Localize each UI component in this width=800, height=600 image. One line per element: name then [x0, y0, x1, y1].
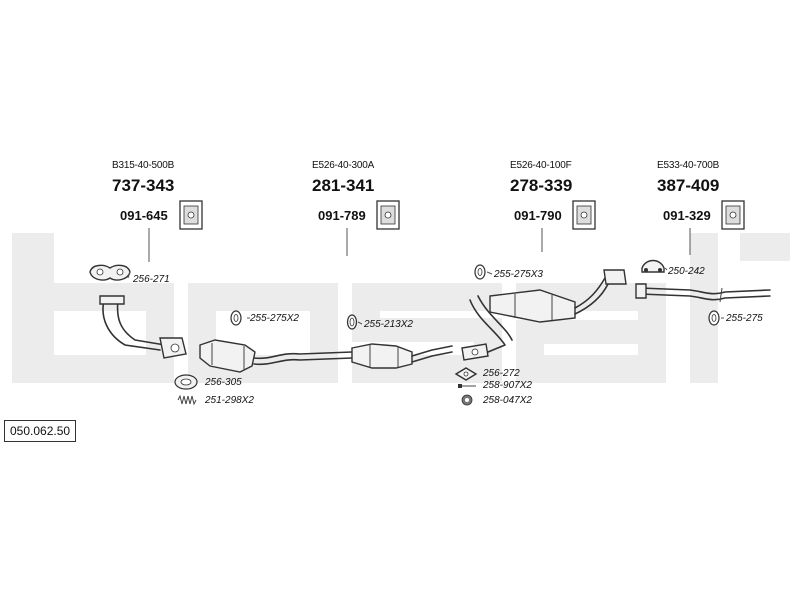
part-label: 250-242	[668, 266, 705, 277]
flange-icon	[461, 343, 489, 361]
part-label: 256-271	[133, 274, 170, 285]
part-label: 256-272	[483, 368, 520, 379]
part-label: 255-275X3	[494, 269, 543, 280]
reference-number: 050.062.50	[4, 420, 77, 442]
nut-icon	[461, 394, 473, 406]
oe-code: E526-40-300A	[312, 160, 375, 171]
oe-code: E526-40-100F	[510, 160, 572, 171]
gasket-icon	[89, 264, 131, 281]
gasket-icon	[454, 367, 478, 381]
oe-code: B315-40-500B	[112, 160, 175, 171]
part-label: 255-213X2	[364, 319, 413, 330]
gasket-icon	[174, 374, 198, 390]
mount-kit-number: 091-789	[318, 208, 366, 223]
part-number: 281-341	[312, 176, 375, 195]
centre-silencer-icon	[351, 343, 453, 369]
mount-kit-icon	[179, 200, 203, 230]
mount-kit-number: 091-790	[514, 208, 562, 223]
rear-silencer-icon	[469, 269, 627, 353]
mount-kit-number: 091-329	[663, 208, 711, 223]
ring-gasket-icon	[230, 310, 242, 326]
spring-icon	[177, 394, 197, 406]
ring-gasket-icon	[708, 310, 720, 326]
part-label: 255-275X2	[250, 313, 299, 324]
part-label: 256-305	[205, 377, 242, 388]
part-label: 255-275	[726, 313, 763, 324]
bolt-icon	[458, 384, 476, 388]
front-pipe-icon	[99, 295, 187, 359]
oe-code: E533-40-700B	[657, 160, 720, 171]
mount-kit-number: 091-645	[120, 208, 168, 223]
bosal-watermark-icon	[12, 233, 790, 383]
mount-kit-icon	[721, 200, 745, 230]
part-number: 387-409	[657, 176, 720, 195]
tail-pipe-icon	[635, 283, 771, 303]
clamp-icon	[641, 259, 665, 273]
part-number: 737-343	[112, 176, 175, 195]
part-label: 258-907X2	[483, 380, 532, 391]
clamp-icon	[346, 314, 358, 330]
part-number: 278-339	[510, 176, 573, 195]
part-label: 258-047X2	[483, 395, 532, 406]
catalyst-icon	[199, 339, 353, 373]
ring-gasket-icon	[474, 264, 486, 280]
mount-kit-icon	[572, 200, 596, 230]
mount-kit-icon	[376, 200, 400, 230]
part-label: 251-298X2	[205, 395, 254, 406]
